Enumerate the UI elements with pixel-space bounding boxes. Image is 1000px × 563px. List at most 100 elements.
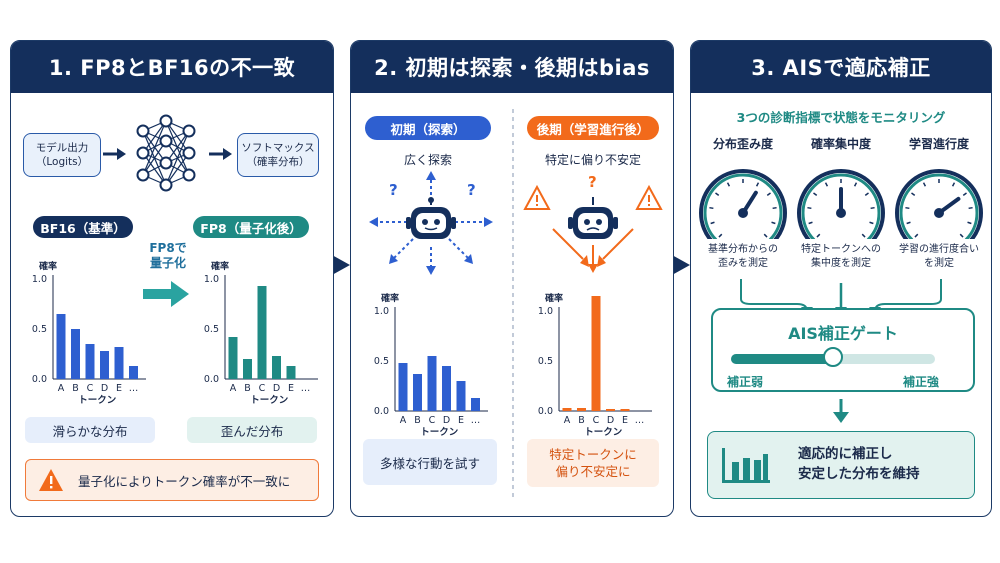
next-arrow-icon — [332, 255, 350, 275]
x-tick-label: C — [87, 383, 94, 394]
bar — [85, 344, 95, 379]
late-box: 特定トークンに 偏り不安定に — [527, 439, 659, 487]
svg-text:?: ? — [467, 181, 476, 199]
gauge-desc: 学習の進行度合い を測定 — [899, 244, 979, 269]
arrow-right-icon — [103, 148, 126, 160]
x-tick-label: D — [443, 415, 450, 426]
y-tick-label: 1.0 — [204, 274, 219, 285]
bar — [243, 359, 252, 379]
bar — [286, 366, 296, 379]
gauge-desc: 特定トークンへの 集中度を測定 — [801, 244, 881, 269]
warning-bar: 量子化によりトークン確率が不一致に — [25, 459, 319, 501]
distorted-tag: 歪んだ分布 — [187, 417, 317, 443]
result-box: 適応的に補正し 安定した分布を維持 — [707, 431, 975, 499]
warning-icon — [39, 469, 63, 491]
early-box: 多様な行動を試す — [363, 439, 497, 485]
early-desc: 広く探索 — [403, 153, 452, 167]
slider-fill — [731, 354, 833, 364]
x-axis-label: トークン — [420, 427, 458, 437]
panel-explore-bias: 2. 初期は探索・後期はbias 初期（探索） 後期（学習進行後） 広く探索 特… — [350, 40, 674, 517]
y-tick-label: 0.5 — [538, 356, 553, 367]
x-tick-label: A — [564, 415, 571, 426]
svg-text:?: ? — [588, 173, 597, 191]
model-output-box: モデル出力 （Logits） — [23, 133, 101, 177]
y-tick-label: 0.5 — [204, 324, 219, 335]
ais-gate: AIS補正ゲート — [711, 308, 975, 392]
divider — [512, 109, 514, 499]
arrow-down-icon — [833, 399, 849, 423]
late-desc: 特定に偏り不安定 — [544, 153, 641, 167]
bar — [114, 347, 124, 379]
x-tick-label: … — [129, 383, 139, 394]
next-arrow-icon — [672, 255, 690, 275]
bf16-label: BF16（基準） — [33, 216, 133, 238]
early-pill: 初期（探索） — [365, 116, 491, 140]
bar — [427, 356, 437, 411]
bar — [620, 409, 630, 411]
x-tick-label: D — [273, 383, 280, 394]
x-axis-label: トークン — [78, 395, 116, 405]
x-tick-label: D — [607, 415, 614, 426]
x-tick-label: … — [301, 383, 311, 394]
fp8-label: FP8（量子化後） — [193, 216, 309, 238]
y-axis-label: 確率 — [545, 292, 563, 304]
x-axis-label: トークン — [250, 395, 288, 405]
bar — [129, 366, 138, 379]
x-axis-label: トークン — [584, 427, 622, 437]
panel-title: 3. AISで適応補正 — [691, 41, 991, 93]
exploring-robot-icon: ? ? — [369, 171, 493, 275]
gauge-title: 確率集中度 — [810, 137, 871, 151]
gauge: 分布歪み度 基準分布からの 歪みを測定 — [697, 135, 789, 275]
bar — [413, 374, 422, 411]
subtitle: 3つの診断指標で状態をモニタリング — [736, 110, 946, 125]
x-tick-label: E — [288, 383, 294, 394]
bar — [577, 408, 586, 411]
y-axis-label: 確率 — [39, 260, 57, 272]
slider-knob[interactable] — [823, 347, 843, 367]
x-tick-label: E — [458, 415, 464, 426]
weak-label: 補正弱 — [727, 375, 764, 389]
panel-title: 2. 初期は探索・後期はbias — [351, 41, 673, 93]
x-tick-label: A — [400, 415, 407, 426]
bar — [442, 366, 451, 411]
bar — [471, 398, 480, 411]
svg-text:?: ? — [389, 181, 398, 199]
bar — [228, 337, 238, 379]
x-tick-label: C — [429, 415, 436, 426]
panel-fp8-bf16: 1. FP8とBF16の不一致 モデル出力 （Logits） ソフトマックス （… — [10, 40, 334, 517]
bar — [591, 296, 601, 411]
bar — [606, 409, 615, 411]
y-tick-label: 0.5 — [374, 356, 389, 367]
warning-text: 量子化によりトークン確率が不一致に — [78, 473, 291, 489]
y-tick-label: 1.0 — [538, 306, 553, 317]
bar — [71, 329, 80, 379]
x-tick-label: B — [72, 383, 79, 394]
y-tick-label: 1.0 — [374, 306, 389, 317]
y-tick-label: 0.0 — [538, 406, 553, 417]
quantize-arrow-icon — [143, 281, 189, 307]
gauge-icon — [699, 169, 787, 239]
x-tick-label: B — [244, 383, 251, 394]
gauge-title: 学習進行度 — [908, 137, 969, 151]
neural-network-icon — [136, 114, 196, 192]
bar-chart-icon — [722, 448, 770, 483]
gauge-title: 分布歪み度 — [712, 137, 773, 151]
bar — [257, 286, 267, 379]
arrow-right-icon — [209, 148, 232, 160]
bar — [100, 351, 109, 379]
bar — [398, 363, 408, 411]
x-tick-label: A — [58, 383, 65, 394]
bar — [562, 408, 572, 411]
y-tick-label: 0.0 — [32, 374, 47, 385]
smooth-tag: 滑らかな分布 — [25, 417, 155, 443]
y-tick-label: 0.0 — [374, 406, 389, 417]
y-axis-label: 確率 — [381, 292, 399, 304]
bar — [56, 314, 66, 379]
y-tick-label: 0.5 — [32, 324, 47, 335]
bar — [456, 381, 466, 411]
strong-label: 補正強 — [903, 375, 940, 389]
